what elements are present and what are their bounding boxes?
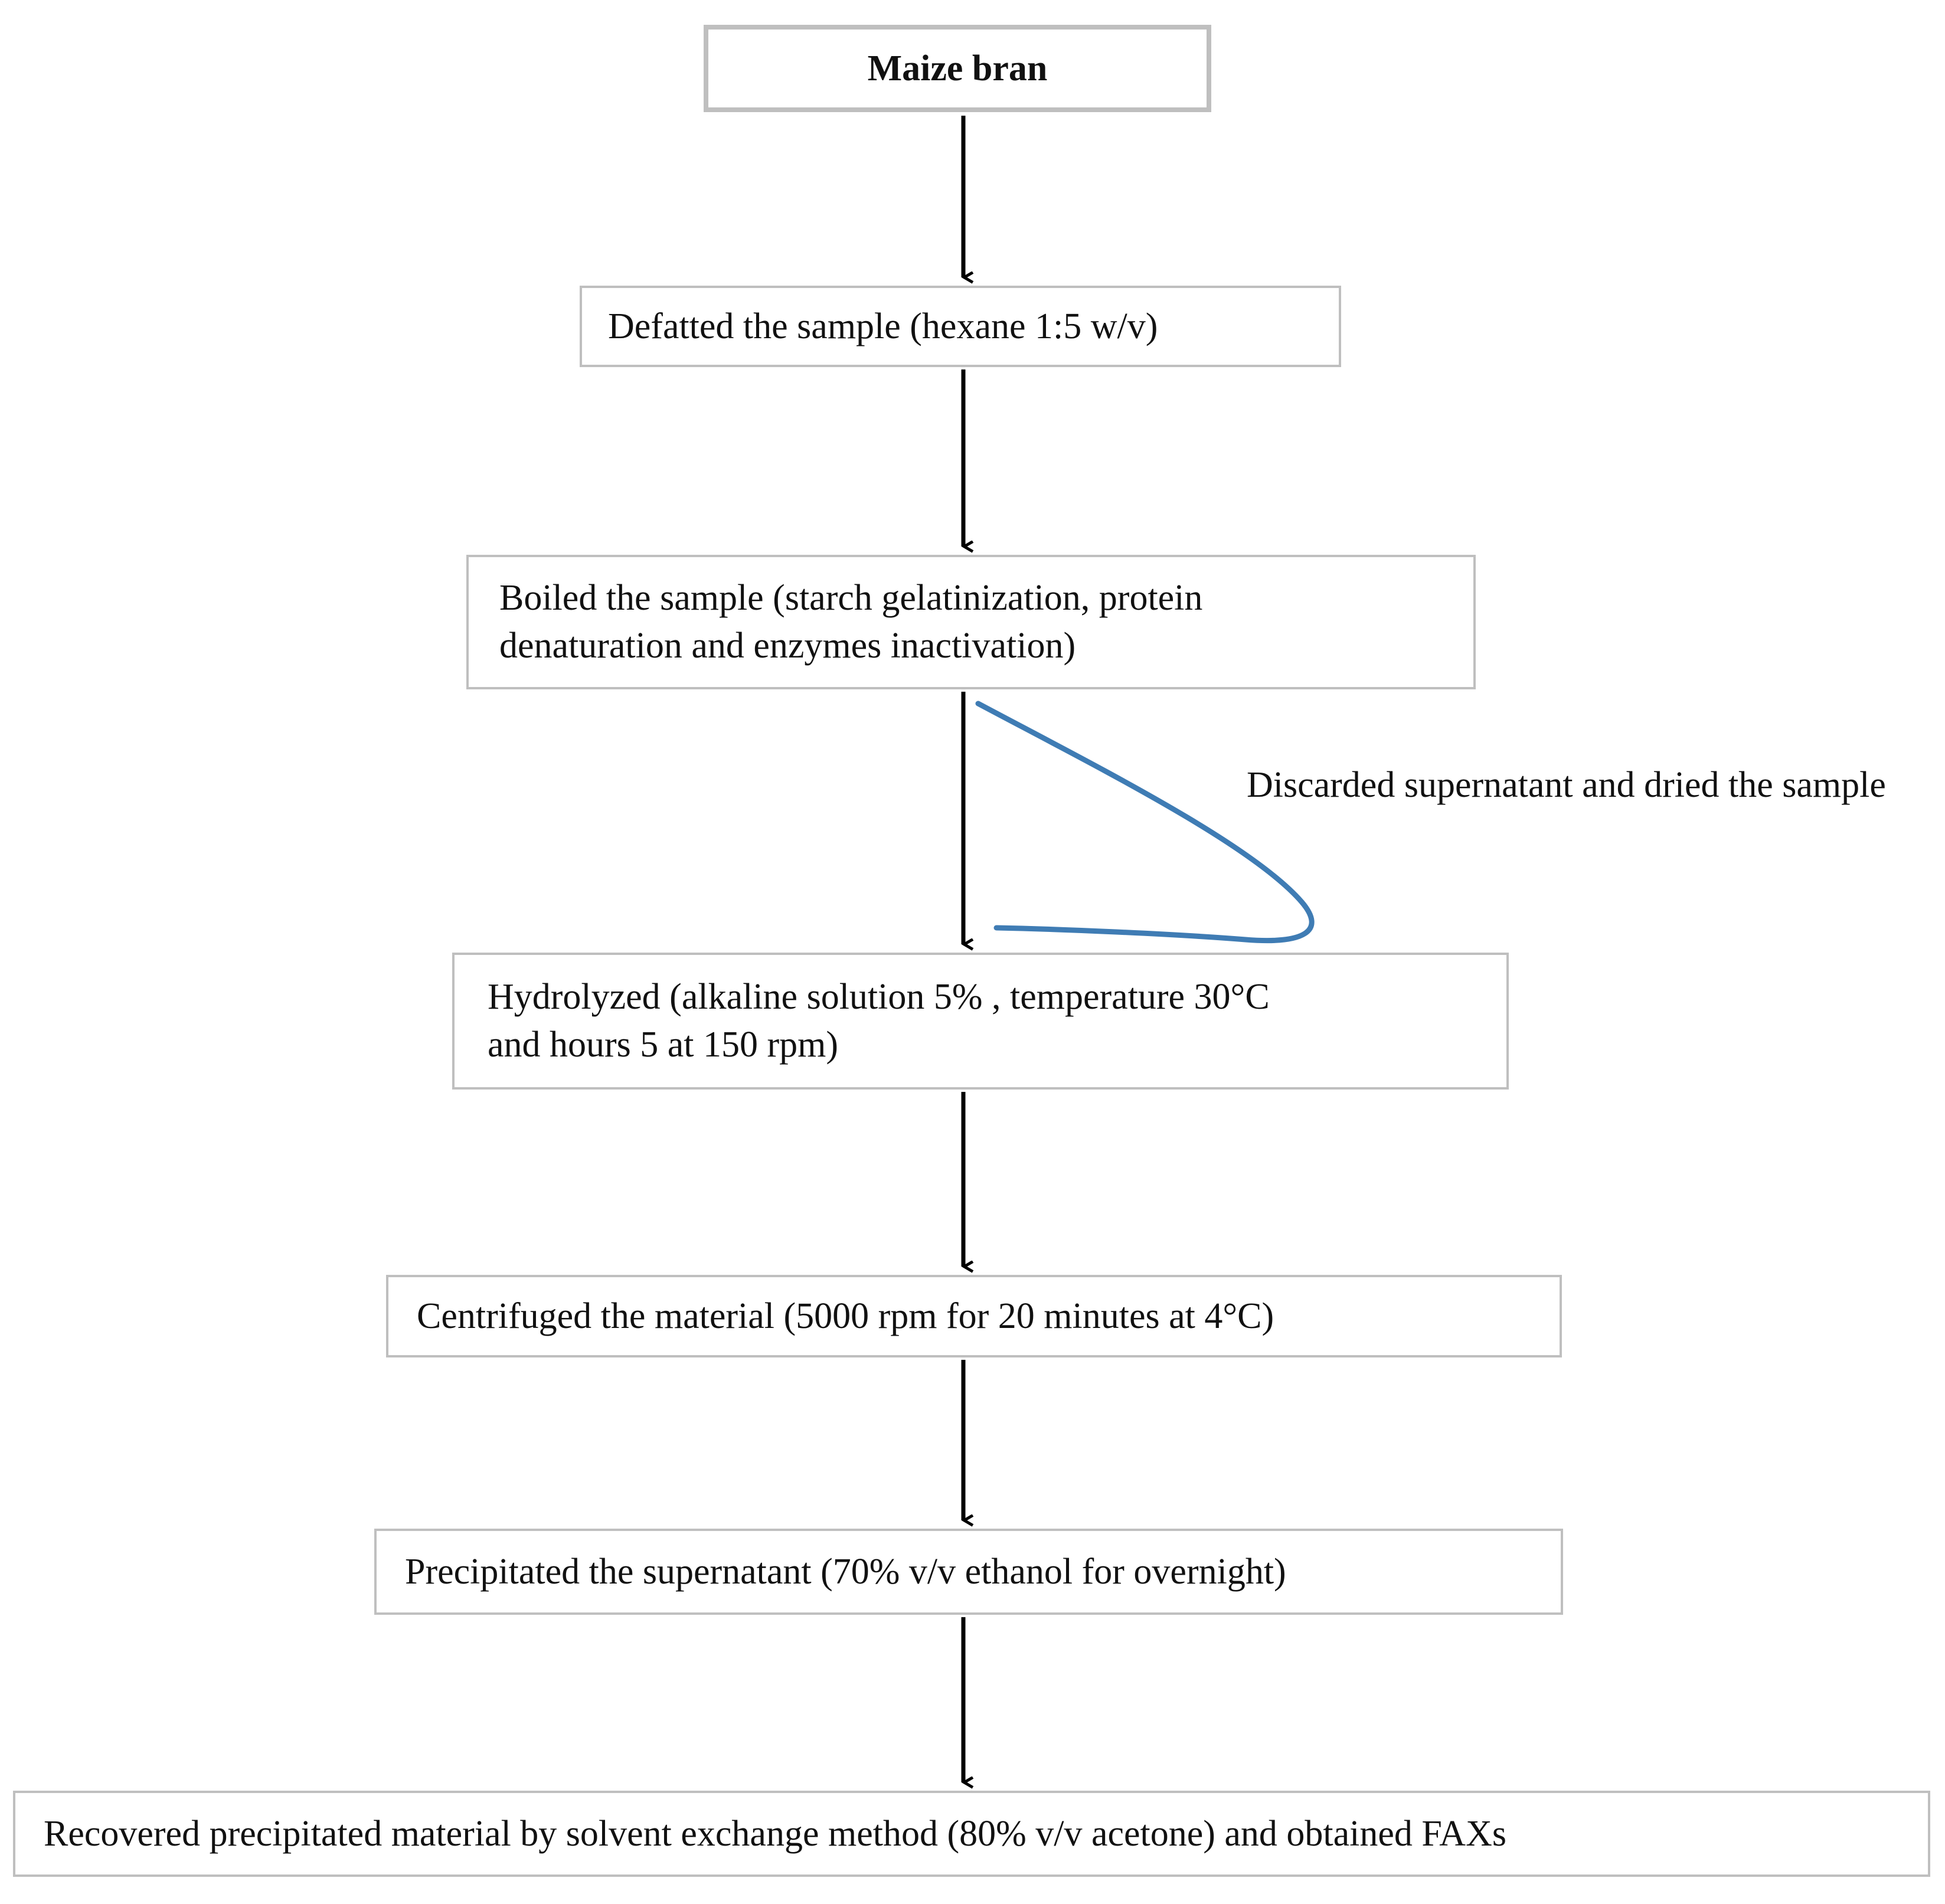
node-recovered: Recovered precipitated material by solve… <box>13 1791 1930 1877</box>
node-boiled-label: Boiled the sample (starch gelatinization… <box>499 578 1203 666</box>
node-boiled: Boiled the sample (starch gelatinization… <box>466 555 1476 689</box>
node-precipitated-label: Precipitated the supernatant (70% v/v et… <box>405 1551 1286 1592</box>
node-centrifuged-label: Centrifuged the material (5000 rpm for 2… <box>417 1295 1274 1336</box>
node-centrifuged: Centrifuged the material (5000 rpm for 2… <box>386 1275 1562 1357</box>
blue-loop-curve <box>975 701 1315 944</box>
node-maize-bran-label: Maize bran <box>867 48 1048 89</box>
node-hydrolyzed: Hydrolyzed (alkaline solution 5% , tempe… <box>452 953 1509 1090</box>
node-recovered-label: Recovered precipitated material by solve… <box>44 1813 1506 1854</box>
node-defatted: Defatted the sample (hexane 1:5 w/v) <box>580 286 1341 367</box>
node-maize-bran: Maize bran <box>704 25 1211 112</box>
annotation-discarded-supernatant: Discarded supernatant and dried the samp… <box>1247 765 1886 805</box>
node-hydrolyzed-label: Hydrolyzed (alkaline solution 5% , tempe… <box>488 977 1270 1065</box>
node-defatted-label: Defatted the sample (hexane 1:5 w/v) <box>608 306 1158 346</box>
node-precipitated: Precipitated the supernatant (70% v/v et… <box>374 1529 1563 1615</box>
